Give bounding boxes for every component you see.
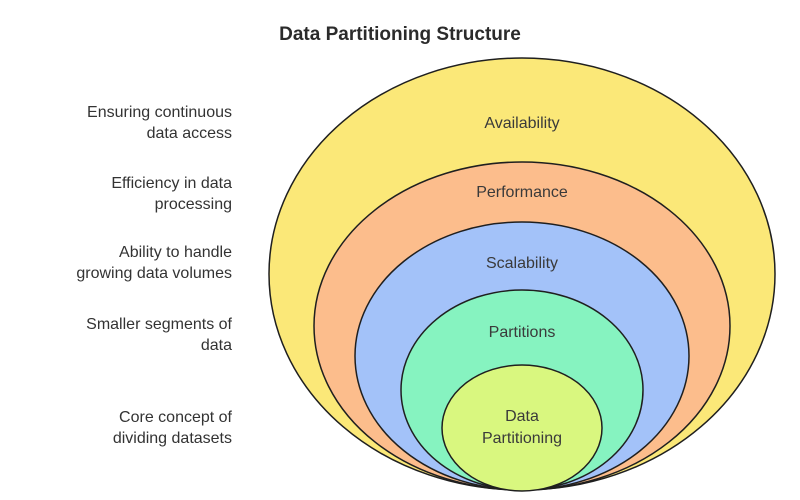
label-partitions: Partitions — [489, 324, 556, 341]
description-core: Core concept of dividing datasets — [112, 409, 232, 447]
description-scalability: Ability to handle growing data volumes — [76, 244, 232, 282]
ring-core — [441, 364, 603, 492]
label-performance: Performance — [476, 184, 568, 201]
label-core-line2: Partitioning — [482, 430, 562, 447]
label-core-line1: Data — [505, 408, 539, 425]
description-partitions: Smaller segments of data — [86, 316, 232, 354]
description-availability: Ensuring continuous data access — [87, 104, 232, 142]
diagram-title: Data Partitioning Structure — [279, 24, 521, 45]
description-performance: Efficiency in data processing — [111, 175, 232, 213]
label-availability: Availability — [484, 115, 559, 132]
label-scalability: Scalability — [486, 255, 558, 272]
